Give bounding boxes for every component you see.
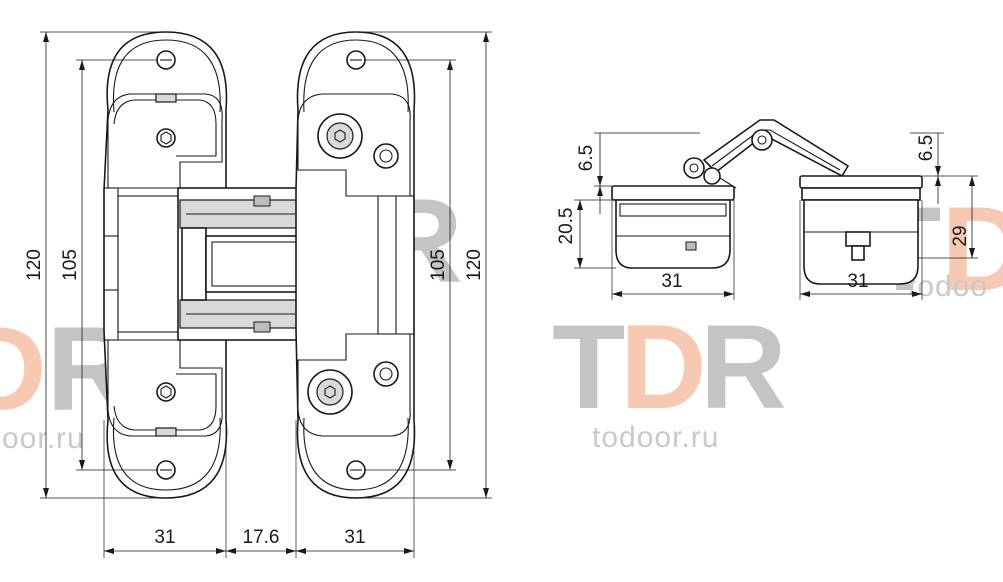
side-dimensions-right: 6.5 29 31 xyxy=(799,132,978,300)
watermark-letter-d-2: D xyxy=(620,300,707,434)
dim-side-left-depth: 20.5 xyxy=(556,208,577,245)
dim-height-inner-right: 105 xyxy=(428,249,449,281)
dim-height-outer-left: 120 xyxy=(24,249,45,281)
watermark-site-center-right: todoor.ru xyxy=(592,421,719,454)
front-view: 120 105 105 120 xyxy=(24,31,492,558)
right-leaf xyxy=(295,31,416,499)
dim-side-left-width: 31 xyxy=(661,271,682,292)
watermark-letter-t-2: T xyxy=(552,300,625,434)
front-dimensions: 120 105 105 120 xyxy=(24,31,492,558)
dim-height-outer-right: 120 xyxy=(464,249,485,281)
side-dimensions-left: 6.5 20.5 31 xyxy=(556,132,735,300)
watermark-site-left: oor.ru xyxy=(2,422,85,455)
left-leaf xyxy=(103,31,228,499)
side-right-block xyxy=(799,175,923,285)
watermark-site-right: todoo xyxy=(908,270,988,303)
watermark-letter-d-left: D xyxy=(0,302,47,436)
side-left-block xyxy=(611,185,735,269)
dim-side-right-width: 31 xyxy=(847,271,868,292)
side-linkage-arm xyxy=(683,119,850,189)
dim-height-inner-left: 105 xyxy=(60,249,81,281)
watermark-letter-r-2: R xyxy=(700,300,787,434)
dim-side-right-top-offset: 6.5 xyxy=(916,135,937,161)
side-view: 6.5 20.5 31 6.5 29 xyxy=(556,119,978,300)
dim-width-left-leaf: 31 xyxy=(154,527,175,548)
dim-width-center: 17.6 xyxy=(243,527,280,548)
dim-width-right-leaf: 31 xyxy=(344,527,365,548)
dim-side-left-top-offset: 6.5 xyxy=(576,145,597,171)
dim-side-right-depth: 29 xyxy=(950,225,971,246)
